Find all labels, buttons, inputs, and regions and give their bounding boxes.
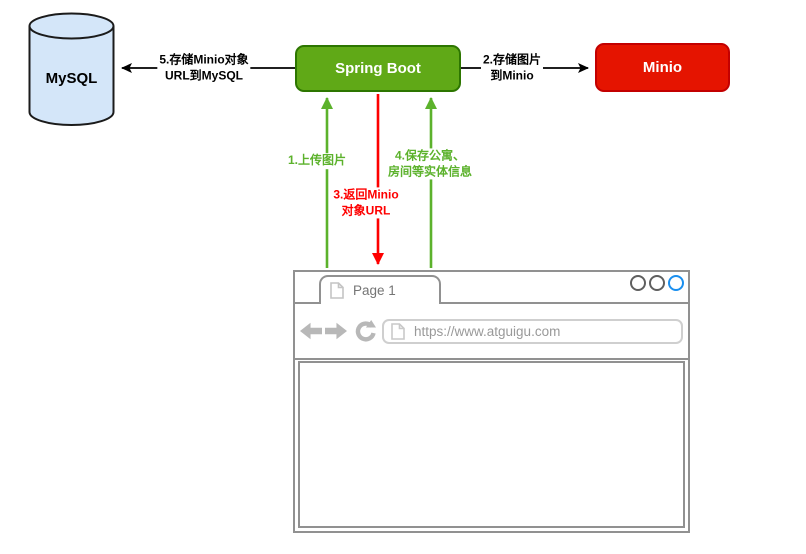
spring-boot-node: Spring Boot — [295, 45, 461, 92]
minio-node: Minio — [595, 43, 730, 92]
edge-label-step2: 2.存储图片 到Minio — [480, 52, 544, 84]
tab-title: Page 1 — [353, 283, 396, 298]
edge-label-step5: 5.存储Minio对象 URL到MySQL — [157, 52, 251, 84]
minio-label: Minio — [642, 59, 683, 76]
url-text: https://www.atguigu.com — [414, 323, 561, 339]
page-icon — [330, 282, 344, 299]
page-icon — [391, 322, 405, 340]
window-controls — [630, 275, 684, 291]
edge-label-step3: 3.返回Minio 对象URL — [331, 187, 401, 219]
url-bar[interactable]: https://www.atguigu.com — [382, 318, 683, 344]
forward-icon[interactable] — [325, 321, 347, 341]
browser-toolbar: https://www.atguigu.com — [295, 304, 688, 360]
mysql-label: MySQL — [45, 70, 98, 87]
edge-label-step1: 1.上传图片 — [285, 153, 349, 169]
window-circle[interactable] — [630, 275, 646, 291]
database-cylinder-icon — [28, 12, 115, 126]
refresh-icon[interactable] — [353, 319, 376, 343]
back-icon[interactable] — [300, 321, 322, 341]
window-circle[interactable] — [649, 275, 665, 291]
browser-tab[interactable]: Page 1 — [319, 275, 441, 304]
browser-content-area — [298, 361, 685, 528]
spring-boot-label: Spring Boot — [335, 60, 421, 77]
window-circle-active[interactable] — [668, 275, 684, 291]
browser-window: Page 1 ht — [293, 270, 690, 533]
browser-tab-row: Page 1 — [295, 272, 688, 304]
edge-label-step4: 4.保存公寓、 房间等实体信息 — [385, 148, 475, 180]
mysql-database-node: MySQL — [28, 12, 115, 127]
